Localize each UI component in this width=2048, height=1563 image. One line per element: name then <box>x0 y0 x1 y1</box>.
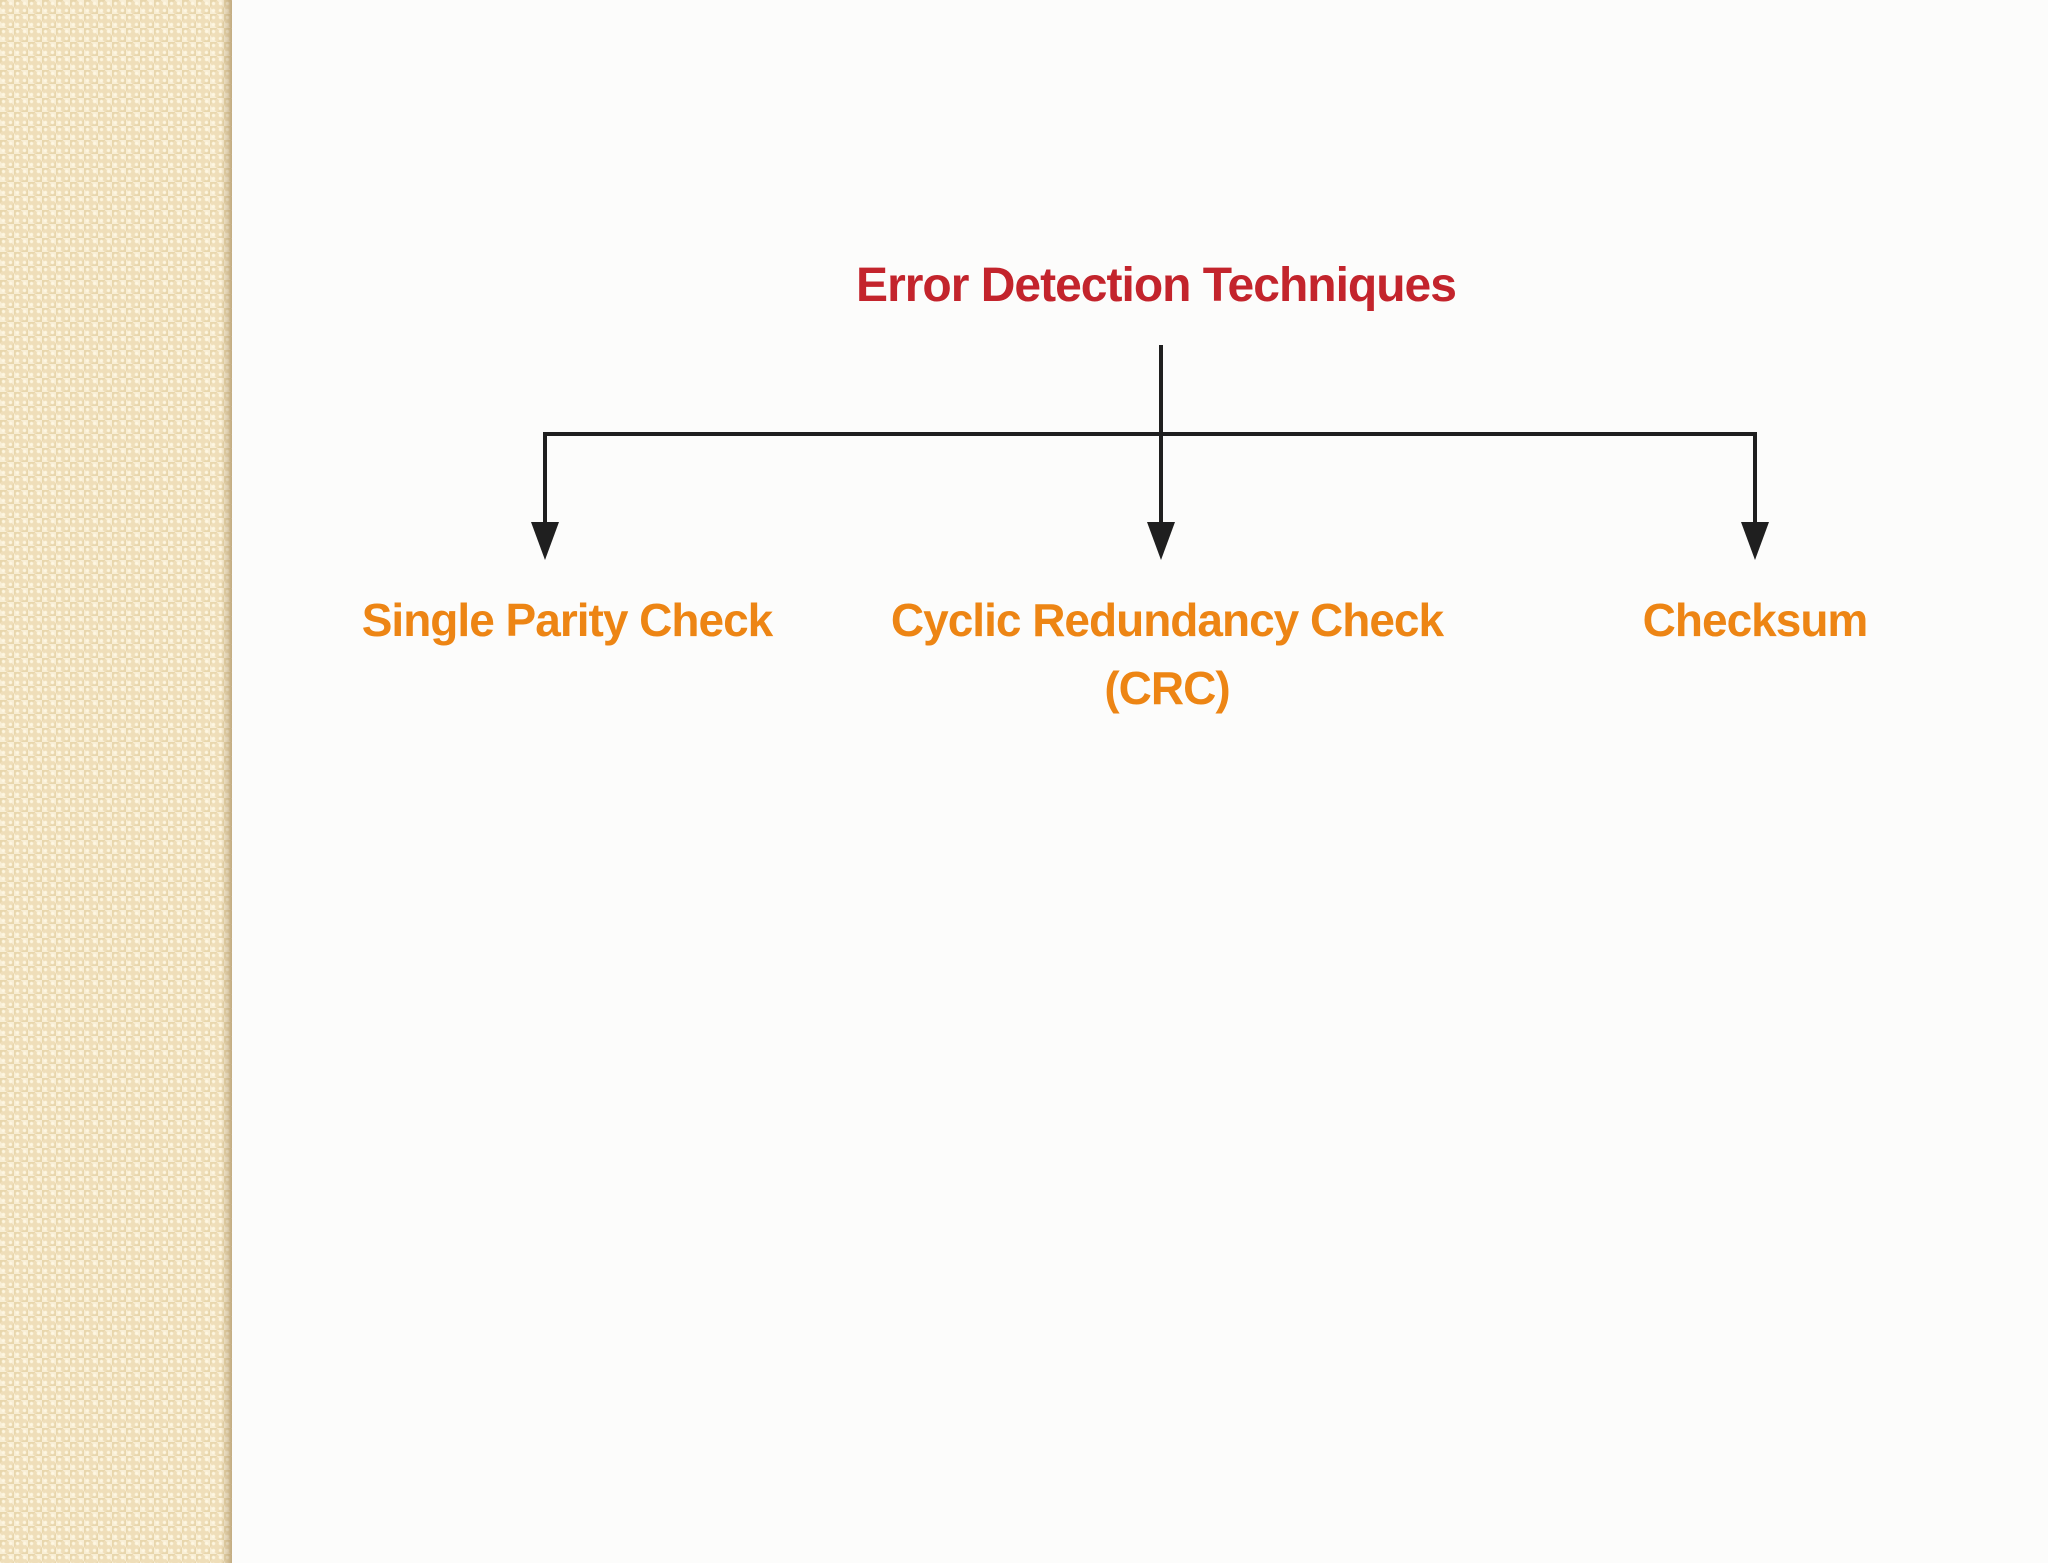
arrowhead-right-icon <box>1741 522 1769 560</box>
branch-label-text: Cyclic Redundancy Check <box>890 594 1444 646</box>
branch-label-text: Checksum <box>1642 594 1869 646</box>
branch-label-text-line2: (CRC) <box>1104 662 1230 714</box>
branch-label-checksum: Checksum <box>1642 586 1869 654</box>
sidebar-edge <box>221 0 232 1563</box>
branch-label-cyclic-redundancy-check: Cyclic Redundancy Check (CRC) <box>890 586 1444 722</box>
branch-label-text: Single Parity Check <box>361 594 773 646</box>
slide-sidebar <box>0 0 232 1563</box>
arrowhead-left-icon <box>531 522 559 560</box>
diagram-title: Error Detection Techniques <box>856 259 1457 312</box>
arrowhead-middle-icon <box>1147 522 1175 560</box>
branch-label-single-parity-check: Single Parity Check <box>362 586 773 654</box>
